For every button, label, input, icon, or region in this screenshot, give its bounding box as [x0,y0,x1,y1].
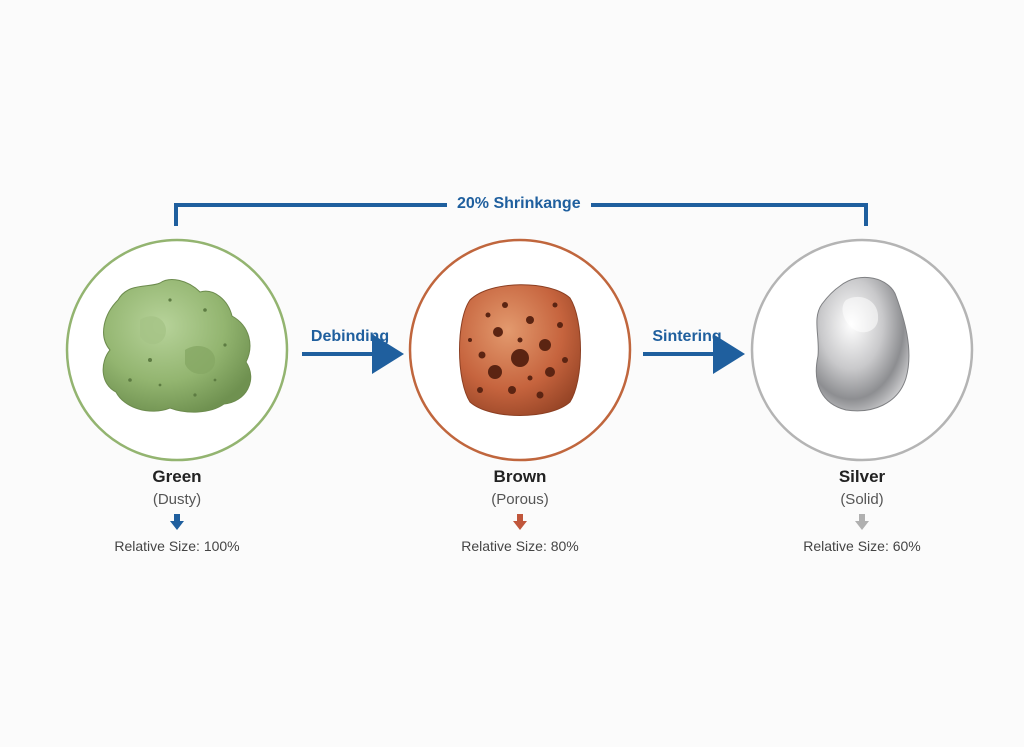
silver-relative-size: Relative Size: 60% [803,538,921,554]
silver-stage-name: Silver [838,467,886,486]
silver-stage-state: (Solid) [840,491,884,508]
debinding-label: Debinding [310,328,390,345]
silver-stage-label: Silver (Solid) Relative Size: 60% [742,467,982,554]
brown-part-illustration [459,284,581,416]
green-stage-name: Green [152,467,202,486]
down-arrow-icon [170,514,184,530]
shrinkage-label: 20% Shrinkange [447,195,591,213]
green-stage-state: (Dusty) [152,491,202,508]
silver-part-illustration [815,276,910,412]
brown-stage-name: Brown [493,467,547,486]
sintering-label: Sintering [652,328,722,345]
brown-stage-state: (Porous) [491,491,549,508]
brown-stage-label: Brown (Porous) Relative Size: 80% [400,467,640,554]
green-relative-size: Relative Size: 100% [114,538,240,554]
green-stage-label: Green (Dusty) Relative Size: 100% [57,467,297,554]
brown-relative-size: Relative Size: 80% [461,538,579,554]
green-part-illustration [102,279,252,413]
down-arrow-icon [513,514,527,530]
down-arrow-icon [855,514,869,530]
